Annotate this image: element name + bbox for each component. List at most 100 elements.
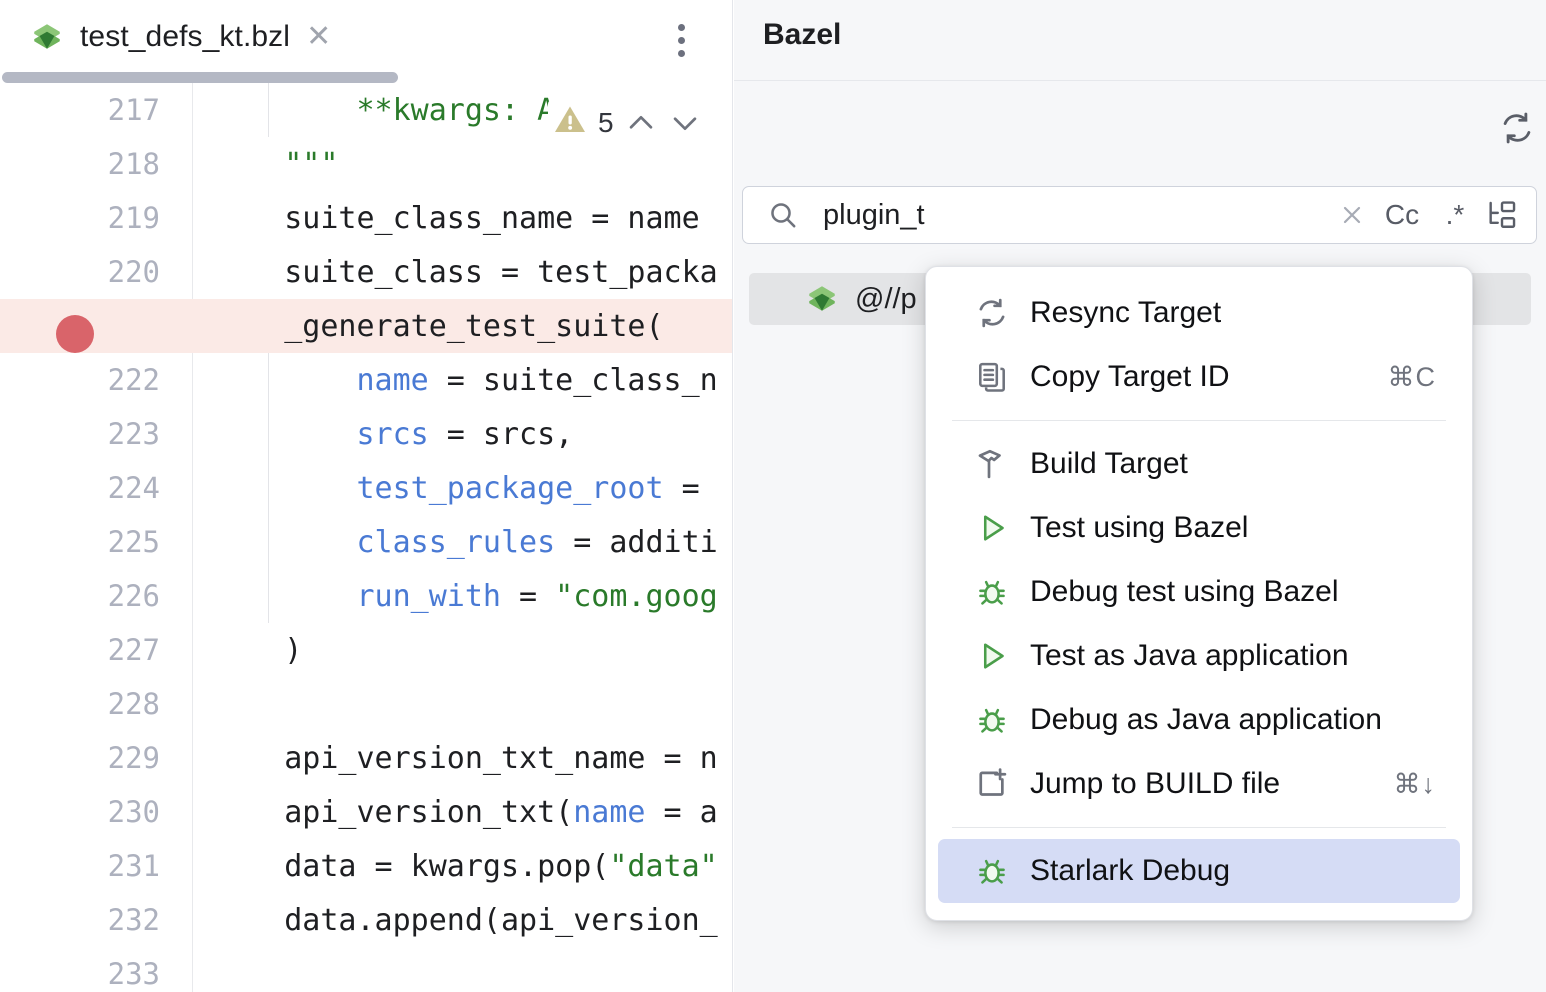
menu-item-label: Test using Bazel bbox=[1030, 511, 1249, 544]
line-number: 219 bbox=[107, 201, 160, 235]
editor-tab-test-defs-kt[interactable]: test_defs_kt.bzl ✕ bbox=[30, 12, 331, 62]
breakpoint-marker[interactable] bbox=[56, 315, 94, 353]
code-text: srcs = srcs, bbox=[212, 416, 574, 452]
menu-item-test-using-bazel[interactable]: Test using Bazel bbox=[938, 496, 1460, 560]
chevron-up-icon[interactable] bbox=[624, 106, 658, 140]
inspection-widget[interactable]: 5 bbox=[548, 100, 706, 145]
code-text: class_rules = additi bbox=[212, 524, 718, 560]
menu-item-jump-to-build-file[interactable]: Jump to BUILD file⌘↓ bbox=[938, 752, 1460, 816]
code-text: run_with = "com.goog bbox=[212, 578, 718, 614]
menu-item-shortcut: ⌘C bbox=[1387, 361, 1436, 392]
code-line[interactable]: 219 suite_class_name = name bbox=[0, 191, 732, 245]
menu-item-label: Copy Target ID bbox=[1030, 360, 1230, 393]
code-text: name = suite_class_n bbox=[212, 362, 718, 398]
menu-item-build-target[interactable]: Build Target bbox=[938, 432, 1460, 496]
menu-item-debug-as-java-application[interactable]: Debug as Java application bbox=[938, 688, 1460, 752]
indent-guide bbox=[268, 461, 269, 515]
code-line[interactable]: 218 """ bbox=[0, 137, 732, 191]
search-icon bbox=[761, 193, 805, 237]
code-line[interactable]: 231 data = kwargs.pop("data" bbox=[0, 839, 732, 893]
code-text: data.append(api_version_ bbox=[212, 902, 718, 938]
code-text: suite_class = test_packa bbox=[212, 254, 718, 290]
warning-triangle-icon bbox=[552, 102, 588, 143]
menu-item-label: Test as Java application bbox=[1030, 639, 1349, 672]
code-line[interactable]: 228 bbox=[0, 677, 732, 731]
match-case-toggle[interactable]: Cc bbox=[1384, 199, 1420, 230]
regex-toggle[interactable]: .* bbox=[1445, 199, 1465, 230]
menu-item-resync-target[interactable]: Resync Target bbox=[938, 281, 1460, 345]
menu-item-copy-target-id[interactable]: Copy Target ID ⌘C bbox=[938, 345, 1460, 409]
menu-item-label: Jump to BUILD file bbox=[1030, 767, 1281, 800]
code-line[interactable]: 226 run_with = "com.goog bbox=[0, 569, 732, 623]
menu-item-label: Resync Target bbox=[1030, 296, 1222, 329]
code-line[interactable]: 227 ) bbox=[0, 623, 732, 677]
menu-item-starlark-debug[interactable]: Starlark Debug bbox=[938, 839, 1460, 903]
line-number: 228 bbox=[107, 687, 160, 721]
debug-icon bbox=[972, 572, 1012, 612]
code-line[interactable]: 222 name = suite_class_n bbox=[0, 353, 732, 407]
jump-to-file-icon bbox=[972, 764, 1012, 804]
code-line[interactable]: 225 class_rules = additi bbox=[0, 515, 732, 569]
indent-guide bbox=[268, 83, 269, 137]
clear-search-icon[interactable] bbox=[1330, 193, 1374, 237]
line-number: 229 bbox=[107, 741, 160, 775]
line-number: 233 bbox=[107, 957, 160, 991]
code-line[interactable]: 220 suite_class = test_packa bbox=[0, 245, 732, 299]
kebab-menu-icon[interactable] bbox=[668, 20, 694, 60]
code-text: data = kwargs.pop("data" bbox=[212, 848, 718, 884]
chevron-down-icon[interactable] bbox=[668, 106, 702, 140]
copy-icon bbox=[972, 357, 1012, 397]
code-line[interactable]: _generate_test_suite( bbox=[0, 299, 732, 353]
indent-guide bbox=[268, 515, 269, 569]
editor-horizontal-scrollbar[interactable] bbox=[2, 72, 398, 83]
code-line[interactable]: 224 test_package_root = bbox=[0, 461, 732, 515]
menu-item-debug-test-using-bazel[interactable]: Debug test using Bazel bbox=[938, 560, 1460, 624]
indent-guide bbox=[268, 407, 269, 461]
resync-icon[interactable] bbox=[1491, 102, 1543, 154]
line-number: 231 bbox=[107, 849, 160, 883]
menu-item-label: Debug test using Bazel bbox=[1030, 575, 1339, 608]
indent-guide bbox=[268, 569, 269, 623]
editor-tab-bar: test_defs_kt.bzl ✕ bbox=[0, 0, 732, 73]
search-input[interactable]: plugin_t bbox=[823, 198, 925, 231]
menu-separator bbox=[952, 420, 1446, 421]
line-number: 230 bbox=[107, 795, 160, 829]
line-number: 222 bbox=[107, 363, 160, 397]
code-text: suite_class_name = name bbox=[212, 200, 700, 236]
gutter-divider bbox=[192, 83, 193, 992]
bazel-leaf-icon bbox=[30, 20, 64, 54]
code-line[interactable]: 230 api_version_txt(name = a bbox=[0, 785, 732, 839]
run-icon bbox=[972, 636, 1012, 676]
code-text: api_version_txt(name = a bbox=[212, 794, 718, 830]
menu-separator bbox=[952, 827, 1446, 828]
debug-icon bbox=[972, 700, 1012, 740]
tree-view-icon[interactable] bbox=[1480, 193, 1524, 237]
bazel-leaf-icon bbox=[805, 282, 839, 316]
line-number: 232 bbox=[107, 903, 160, 937]
line-number: 218 bbox=[107, 147, 160, 181]
code-text: **kwargs: Ar bbox=[212, 92, 574, 128]
target-label: @//p bbox=[855, 282, 917, 315]
code-line[interactable]: 232 data.append(api_version_ bbox=[0, 893, 732, 947]
indent-guide bbox=[268, 353, 269, 407]
line-number: 225 bbox=[107, 525, 160, 559]
code-line[interactable]: 233 bbox=[0, 947, 732, 992]
code-line[interactable]: 223 srcs = srcs, bbox=[0, 407, 732, 461]
menu-item-label: Debug as Java application bbox=[1030, 703, 1382, 736]
line-number: 226 bbox=[107, 579, 160, 613]
line-number: 224 bbox=[107, 471, 160, 505]
code-line[interactable]: 217 **kwargs: Ar bbox=[0, 83, 732, 137]
code-text: api_version_txt_name = n bbox=[212, 740, 718, 776]
close-icon[interactable]: ✕ bbox=[306, 20, 332, 53]
line-number: 223 bbox=[107, 417, 160, 451]
code-line[interactable]: 229 api_version_txt_name = n bbox=[0, 731, 732, 785]
search-field[interactable]: plugin_t Cc .* bbox=[742, 186, 1537, 244]
warning-count: 5 bbox=[598, 106, 614, 138]
editor-tab-title: test_defs_kt.bzl bbox=[80, 20, 291, 53]
menu-item-test-as-java-application[interactable]: Test as Java application bbox=[938, 624, 1460, 688]
debug-icon bbox=[972, 851, 1012, 891]
bazel-toolbar bbox=[734, 81, 1546, 174]
